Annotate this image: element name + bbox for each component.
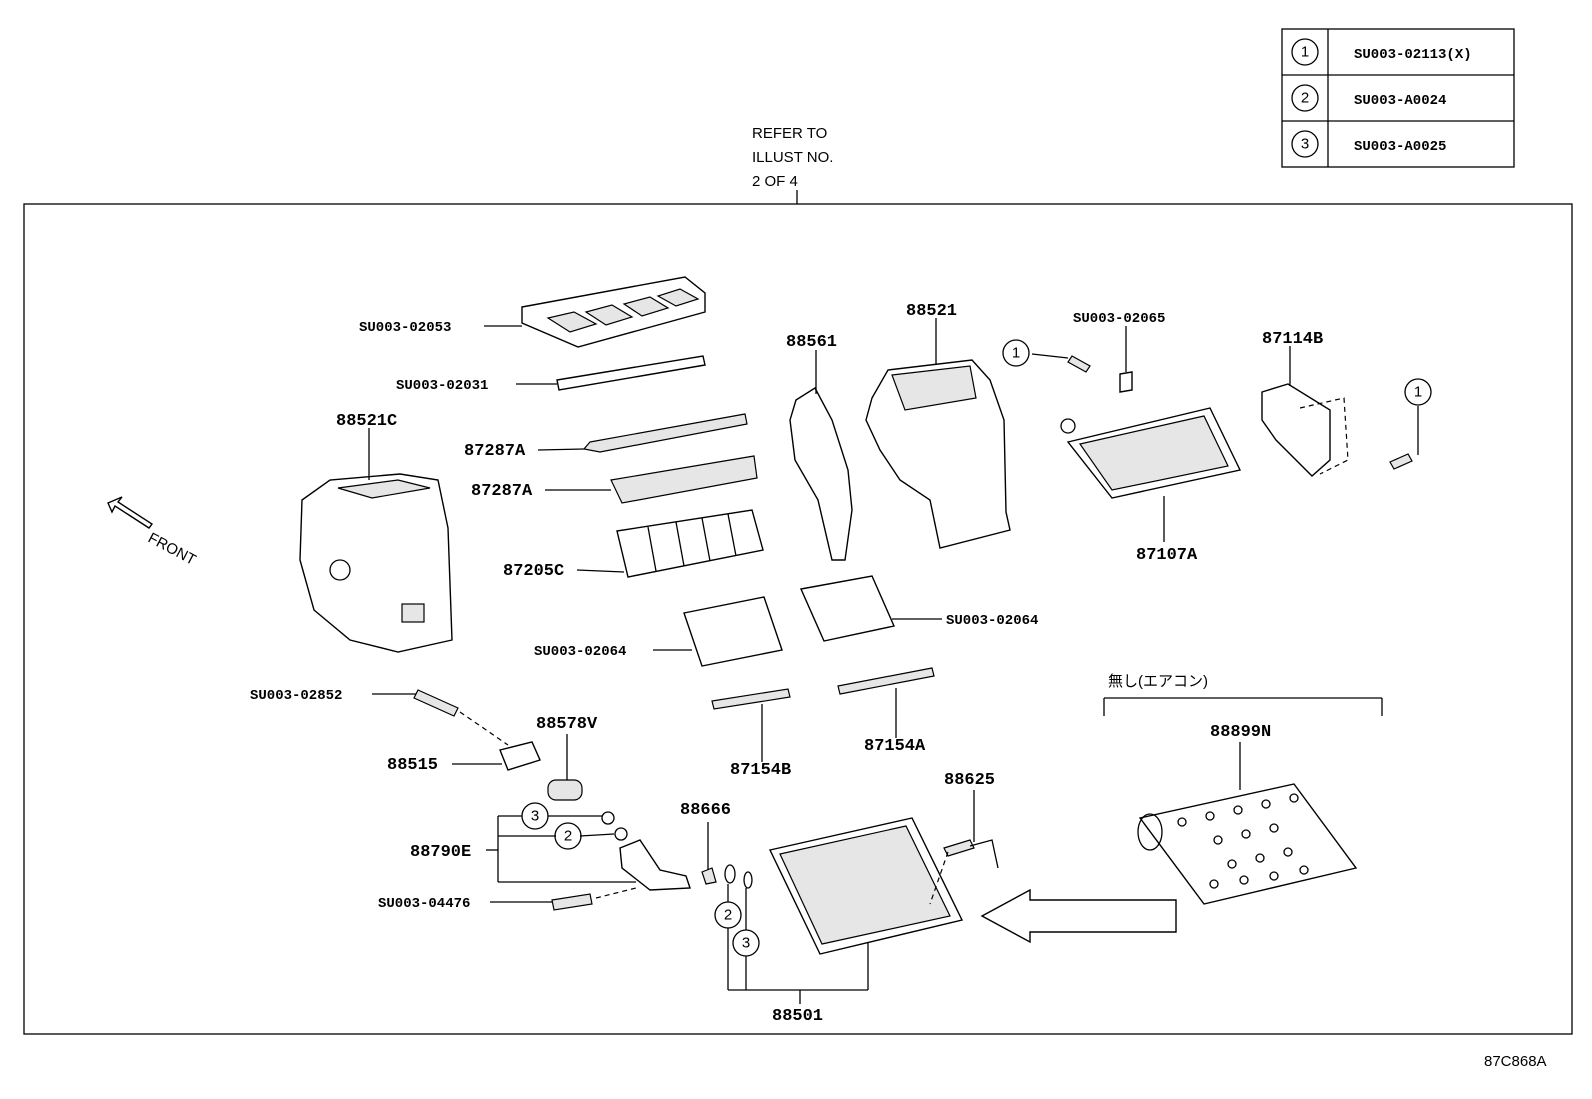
refer-note-line-1: REFER TO [752,125,827,142]
plate-part-2 [610,455,758,504]
label-88625: 88625 [944,771,995,790]
left-case-part [299,473,453,653]
filter-frame-part [521,276,706,348]
diagram-frame [23,203,1573,1035]
legend-num-1: 1 [1301,44,1309,61]
legend-table: 1 2 3 SU003-02113(X) SU003-A0024 SU003-A… [1281,28,1515,168]
label-88501: 88501 [772,1007,823,1026]
label-su003-02053: SU003-02053 [359,320,451,336]
refer-note: REFER TO ILLUST NO. 2 OF 4 [752,125,833,204]
heater-core-part [1060,407,1242,499]
bolt-part-3 [413,689,459,717]
variant-plate-part [1137,783,1358,905]
label-su003-02065: SU003-02065 [1073,311,1165,327]
rod-part-b [711,688,791,710]
sensor-part [943,839,975,857]
front-arrow-icon: FRONT [107,496,199,569]
oring-part-4 [743,871,753,889]
pipe-part [619,839,691,891]
right-case-part [865,359,1011,549]
callouts: 1 1 3 2 2 3 [521,339,1432,957]
valve-cap-part [701,867,717,885]
valve-part [499,741,541,771]
oring-part-3 [724,864,736,884]
sheet-part-right [800,575,895,642]
label-su003-02064-left: SU003-02064 [534,644,626,660]
label-87287a-1: 87287A [464,442,526,461]
refer-note-line-3: 2 OF 4 [752,173,798,190]
legend-code-1: SU003-02113(X) [1354,47,1472,63]
bolt-part-1 [1067,355,1091,373]
legend-code-3: SU003-A0025 [1354,139,1446,155]
front-label: FRONT [145,530,199,569]
label-88578v: 88578V [536,715,598,734]
label-su003-02852: SU003-02852 [250,688,342,704]
figure-id: 87C868A [1484,1053,1547,1070]
plate-part-1 [582,413,748,453]
oring-part-1 [601,811,615,825]
bolt-part-4 [551,893,593,911]
callout-2-b: 2 [724,907,732,924]
oring-part-2 [614,827,628,841]
part-labels: SU003-02053 SU003-02031 88521C 87287A 87… [250,302,1323,1026]
mount-part [1261,383,1331,477]
legend-code-2: SU003-A0024 [1354,93,1446,109]
label-87154b: 87154B [730,761,791,780]
callout-2-a: 2 [564,828,572,845]
label-su003-04476: SU003-04476 [378,896,470,912]
legend-num-3: 3 [1301,136,1309,153]
label-88899n: 88899N [1210,723,1271,742]
grommet-part [547,779,583,801]
big-arrow-icon [980,888,1177,944]
label-88790e: 88790E [410,843,471,862]
callout-3-b: 3 [742,935,750,952]
strip-part [556,355,706,391]
sheet-part-left [683,596,783,667]
label-87154a: 87154A [864,737,926,756]
label-su003-02031: SU003-02031 [396,378,488,394]
evaporator-part [768,817,964,955]
label-88561: 88561 [786,333,837,352]
label-87107a: 87107A [1136,546,1198,565]
label-88666: 88666 [680,801,731,820]
comb-part [616,509,764,578]
variant-note: 無し(エアコン) [1108,673,1208,690]
refer-note-line-2: ILLUST NO. [752,149,833,166]
callout-1-a: 1 [1012,345,1020,362]
bracket-part [789,387,853,561]
clip-part [1119,371,1133,393]
rod-part-a [837,667,935,695]
label-88515: 88515 [387,756,438,775]
leader-lines [368,318,1419,1004]
label-88521: 88521 [906,302,957,321]
label-88521c: 88521C [336,412,397,431]
callout-1-b: 1 [1414,384,1422,401]
legend-num-2: 2 [1301,90,1309,107]
bolt-part-2 [1389,453,1413,470]
label-87205c: 87205C [503,562,564,581]
label-su003-02064-right: SU003-02064 [946,613,1038,629]
label-87114b: 87114B [1262,330,1323,349]
callout-3-a: 3 [531,808,539,825]
label-87287a-2: 87287A [471,482,533,501]
